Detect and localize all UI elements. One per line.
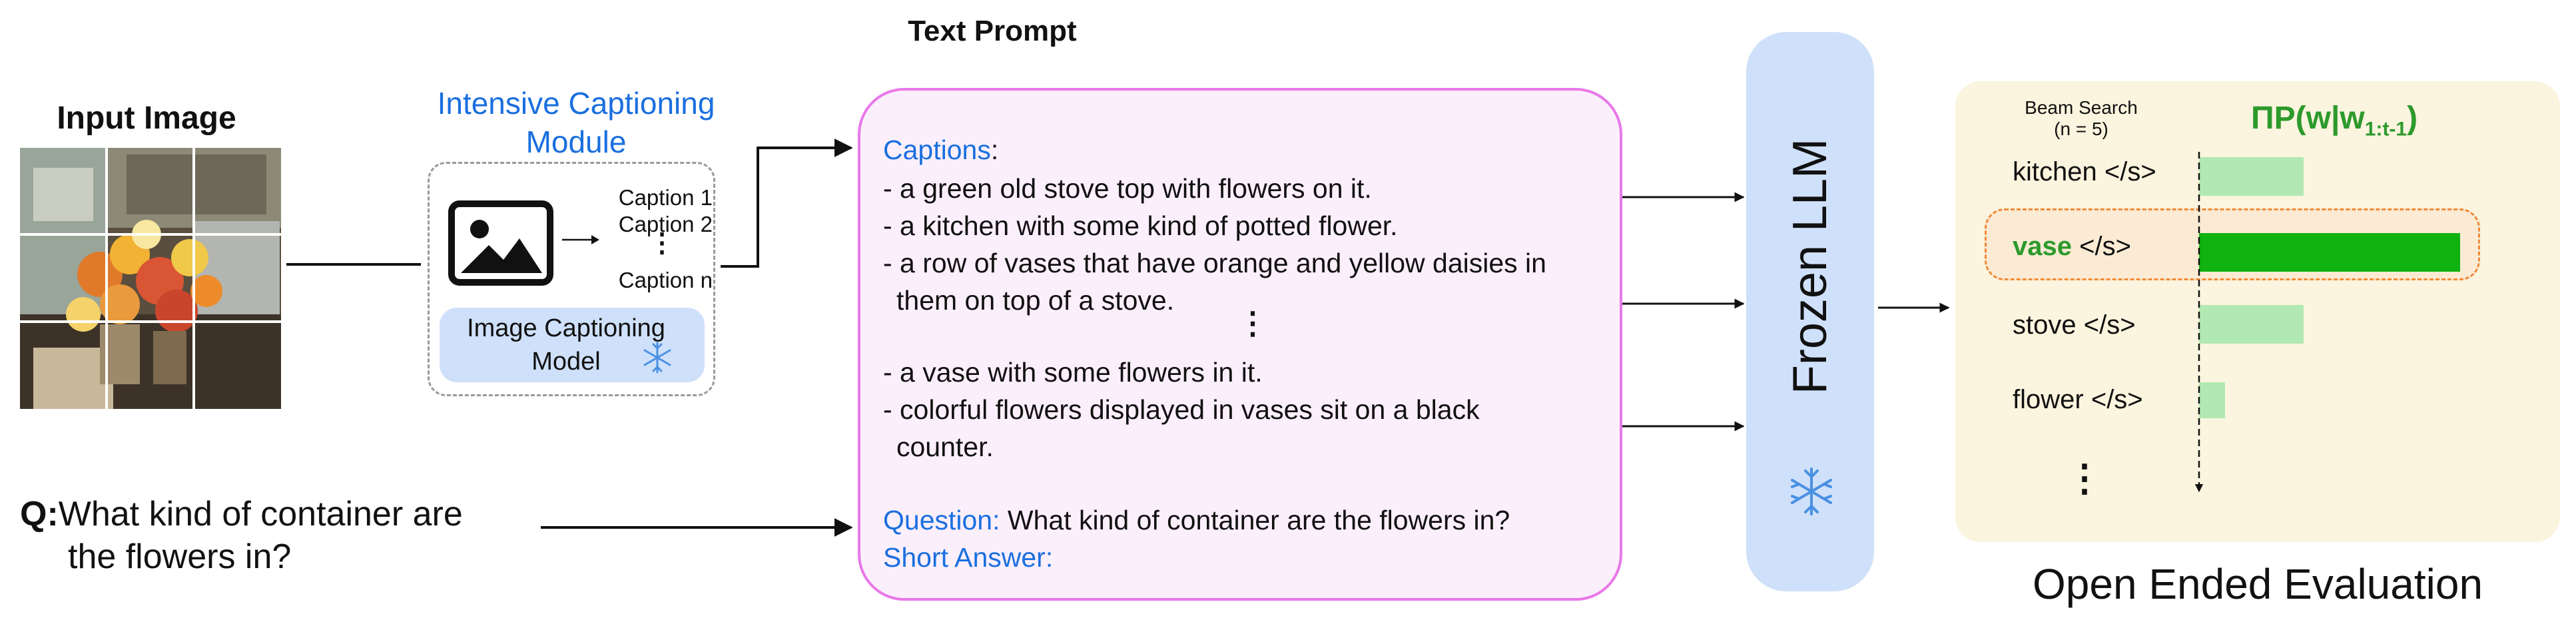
candidate-word: stove xyxy=(2013,310,2077,340)
probability-label: ΠP(w|w1:t-1) xyxy=(2251,100,2417,141)
evaluation-title: Open Ended Evaluation xyxy=(2032,560,2483,608)
input-image xyxy=(20,148,281,409)
candidate-bar-stove xyxy=(2199,305,2304,344)
question-line-1: What kind of container are xyxy=(58,495,463,533)
text-prompt-title: Text Prompt xyxy=(908,15,1077,47)
caption-n: Caption n xyxy=(618,268,713,292)
beam-search-n: (n = 5) xyxy=(2054,119,2108,139)
candidate-bar-vase xyxy=(2199,233,2460,272)
probability-close: ) xyxy=(2407,101,2418,136)
prompt-question-text: What kind of container are the flowers i… xyxy=(1000,505,1510,535)
beam-search-label: Beam Search (n = 5) xyxy=(1998,97,2164,140)
image-icon xyxy=(448,200,554,286)
evaluation-ellipsis: ⋮ xyxy=(2066,457,2103,499)
candidate-word: vase xyxy=(2013,232,2072,261)
candidate-word: kitchen xyxy=(2013,157,2097,186)
candidate-end-token: </s> xyxy=(2091,385,2143,414)
prompt-question-label: Question: xyxy=(883,505,1000,535)
candidate-vase: vase </s> xyxy=(2013,232,2131,262)
candidate-end-token: </s> xyxy=(2079,232,2131,261)
captions-label: Captions xyxy=(883,135,991,165)
snowflake-icon xyxy=(1786,466,1837,517)
caption-arrow xyxy=(561,226,601,253)
probability-main: ΠP(w|w xyxy=(2251,101,2365,136)
prompt-caption-line: - colorful flowers displayed in vases si… xyxy=(883,394,1480,425)
candidate-flower: flower </s> xyxy=(2013,385,2143,415)
candidate-end-token: </s> xyxy=(2083,310,2136,340)
prompt-ellipsis: ⋮ xyxy=(1237,306,1268,340)
question-prefix: Q: xyxy=(20,495,59,533)
candidate-bar-kitchen xyxy=(2199,157,2304,196)
candidate-stove: stove </s> xyxy=(2013,310,2136,340)
caption-ellipsis: ⋮ xyxy=(649,228,675,258)
beam-search-title: Beam Search xyxy=(2025,97,2138,118)
captions-colon: : xyxy=(990,135,999,165)
prompt-caption-line: - a vase with some flowers in it. xyxy=(883,357,1263,388)
caption-2: Caption 2 xyxy=(618,212,713,236)
input-image-title: Input Image xyxy=(57,101,236,136)
input-photo-graphic xyxy=(20,148,281,409)
captioning-module-box xyxy=(428,162,715,396)
image-captioning-model-label: Image Captioning Model xyxy=(467,314,665,376)
candidate-bar-flower xyxy=(2199,382,2225,418)
snowflake-icon xyxy=(641,341,674,374)
captioning-module-title: Intensive Captioning Module xyxy=(437,86,715,159)
caption-1: Caption 1 xyxy=(618,185,713,210)
candidate-end-token: </s> xyxy=(2104,157,2156,186)
prompt-caption-line: counter. xyxy=(896,432,994,462)
question-line-2: the flowers in? xyxy=(68,537,292,576)
text-prompt-box xyxy=(858,88,1622,601)
prompt-caption-line: - a green old stove top with flowers on … xyxy=(883,173,1372,204)
prompt-caption-line: - a row of vases that have orange and ye… xyxy=(883,248,1546,278)
probability-subscript: 1:t-1 xyxy=(2364,118,2408,141)
prompt-caption-line: them on top of a stove. xyxy=(896,285,1175,316)
candidate-word: flower xyxy=(2013,385,2084,414)
question-text: Q:What kind of container are the flowers… xyxy=(20,493,463,578)
prompt-question-line: Question: What kind of container are the… xyxy=(883,503,1510,537)
prompt-short-answer-label: Short Answer: xyxy=(883,542,1054,573)
prompt-caption-line: - a kitchen with some kind of potted flo… xyxy=(883,210,1398,241)
captions-heading: Captions: xyxy=(883,133,998,166)
candidate-kitchen: kitchen </s> xyxy=(2013,157,2156,187)
